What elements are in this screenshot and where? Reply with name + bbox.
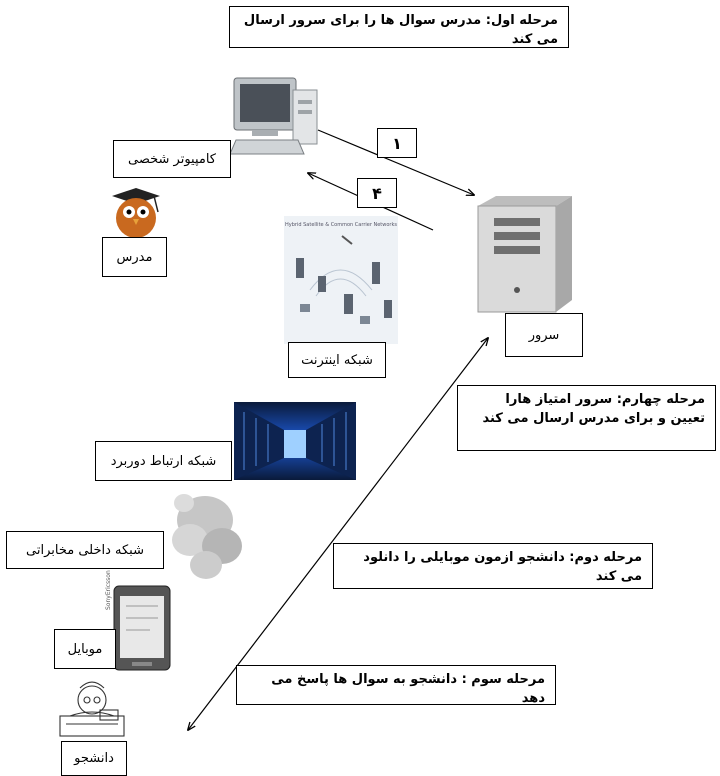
- telecom-label: شبکه داخلی مخابراتی: [26, 542, 144, 558]
- telecom-label-box: شبکه داخلی مخابراتی: [6, 531, 164, 569]
- arrow-pc-to-server: [317, 129, 474, 195]
- step-4-box: ۴: [357, 178, 397, 208]
- stage-3-box: مرحله سوم : دانشجو به سوال ها پاسخ می ده…: [236, 665, 556, 706]
- teacher-label: مدرس: [116, 249, 153, 265]
- pc-label-box: کامپیوتر شخصی: [113, 140, 231, 178]
- teacher-label-box: مدرس: [102, 237, 167, 277]
- arrow-student-server: [188, 338, 488, 730]
- step-4-number: ۴: [372, 183, 382, 203]
- step-1-box: ۱: [377, 128, 417, 158]
- mobile-label: موبایل: [67, 641, 103, 657]
- stage-4-text: مرحله چهارم: سرور امتیاز هارا تعیین و بر…: [482, 392, 705, 426]
- mobile-label-box: موبایل: [54, 629, 116, 669]
- internet-label-box: شبکه اینترنت: [288, 342, 386, 378]
- student-label-box: دانشجو: [61, 741, 127, 776]
- stage-1-box: مرحله اول: مدرس سوال ها را برای سرور ارس…: [229, 6, 569, 48]
- stage-2-box: مرحله دوم: دانشجو ازمون موبایلی را دانلو…: [333, 543, 653, 589]
- student-label: دانشجو: [74, 751, 114, 766]
- internet-label: شبکه اینترنت: [301, 352, 373, 368]
- pc-label: کامپیوتر شخصی: [128, 151, 216, 167]
- server-label: سرور: [528, 327, 560, 343]
- wan-label-box: شبکه ارتباط دوربرد: [95, 441, 232, 481]
- step-1-number: ۱: [392, 133, 402, 153]
- wan-label: شبکه ارتباط دوربرد: [110, 453, 217, 469]
- stage-1-text: مرحله اول: مدرس سوال ها را برای سرور ارس…: [243, 13, 558, 47]
- stage-4-box: مرحله چهارم: سرور امتیاز هارا تعیین و بر…: [457, 385, 716, 451]
- stage-3-text: مرحله سوم : دانشجو به سوال ها پاسخ می ده…: [271, 672, 545, 706]
- stage-2-text: مرحله دوم: دانشجو ازمون موبایلی را دانلو…: [363, 550, 642, 584]
- server-label-box: سرور: [505, 313, 583, 357]
